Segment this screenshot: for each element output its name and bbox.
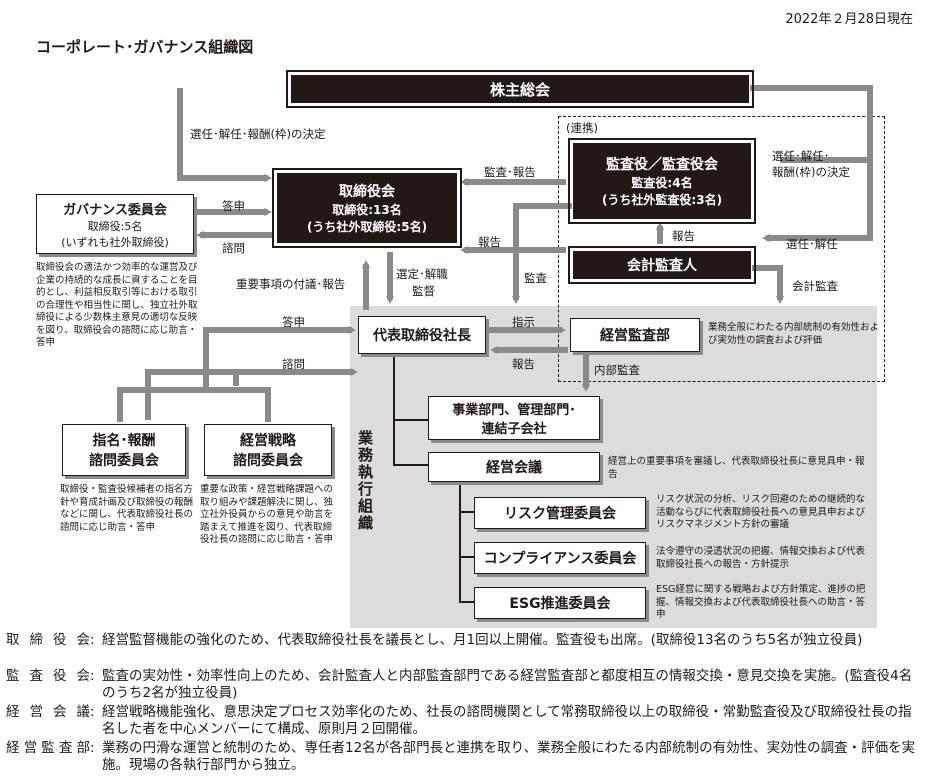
governance-line1: 取締役:5名 [87,219,143,233]
business-line1: 事業部門、管理部門･ [452,403,576,418]
auditors-box: 監査役／監査役会 監査役:4名 (うち社外監査役:3名) [568,138,756,224]
shareholders-box: 株主総会 [286,70,754,108]
management-meeting-note: 経営上の重要事項を審議し、代表取締役社長に意見具申・報告 [608,456,865,480]
label-report-1: 報告 [672,229,695,243]
esg-note: ESG経営に関する戦略および方針策定、進捗の把握、情報交換および代表取締役社長へ… [656,584,866,620]
label-auditor-elect2: 報酬(枠)の決定 [772,165,850,179]
footer-term: 取締役会 [6,632,90,648]
label-important-matters: 重要事項の付議･報告 [236,277,346,291]
label-report-2: 報告 [478,235,501,249]
label-supervise: 監督 [412,284,435,298]
footer-row-auditors: 監査役会: 監査の実効性・効率性向上のため、会計監査人と内部監査部門である経営監… [6,668,916,702]
footer-term: 経営会議 [6,704,90,720]
strategy-line2: 諮問委員会 [233,453,303,469]
footer-desc: 監査の実効性・効率性向上のため、会計監査人と内部監査部門である経営監査部と都度相… [102,668,913,701]
as-of-date: 2022年２月28日現在 [785,12,913,27]
label-audit: 監査 [524,271,547,285]
label-cooperation: (連携) [566,121,598,135]
business-units-box: 事業部門、管理部門･ 連結子会社 [428,396,600,440]
strategy-note: 重要な政策・経営戦略課題への取り組みや課題解決に関し、独立社外役員からの意見や助… [200,484,334,545]
compliance-note: 法令遵守の浸透状況の把握、情報交換および代表取締役社長への報告・方針提示 [656,546,866,570]
footer-row-audit-dept: 経営監査部: 業務の円滑な運営と統制のため、専任者12名が各部門長と連携を取り、… [6,740,916,773]
label-answer-1: 答申 [222,199,245,213]
label-appoint: 選定･解職 [396,267,448,281]
management-meeting-box: 経営会議 [428,452,600,482]
board-title: 取締役会 [339,184,395,200]
nomination-note: 取締役・監査役候補者の指名方針や育成計画及び取締役の報酬などに関し、代表取締役社… [60,484,194,533]
footer-row-board: 取締役会: 経営監督機能の強化のため、代表取締役社長を議長とし、月1回以上開催。… [6,632,916,649]
footer-desc: 業務の円滑な運営と統制のため、専任者12名が各部門長と連携を取り、業務全般にわた… [102,740,916,773]
label-answer-2: 答申 [282,315,305,329]
board-line2: (うち社外取締役:5名) [306,220,428,234]
board-box: 取締役会 取締役:13名 (うち社外取締役:5名) [272,168,462,248]
label-auditor-elect: 選任･解任･ [772,149,830,163]
footer-term: 監査役会 [6,668,90,684]
board-line1: 取締役:13名 [332,203,402,217]
risk-note: リスク状況の分析、リスク回避のための継続的な活動ならびに代表取締役社長への意見具… [656,494,866,530]
label-elect-dismiss-pay: 選任･解任･報酬(枠)の決定 [190,127,326,141]
nomination-committee-box: 指名･報酬 諮問委員会 [62,424,186,476]
governance-title: ガバナンス委員会 [63,202,167,218]
footer-desc: 経営戦略機能強化、意思決定プロセス効率化のため、社長の諮問機関として常務取締役以… [102,704,912,737]
accounting-auditor-box: 会計監査人 [568,246,756,284]
president-box: 代表取締役社長 [358,316,486,354]
nomination-line2: 諮問委員会 [89,453,159,469]
label-accounting-audit: 会計監査 [792,279,838,293]
esg-committee-box: ESG推進委員会 [474,587,646,619]
label-consult-2: 諮問 [282,357,305,371]
audit-dept-box: 経営監査部 [570,318,700,352]
strategy-committee-box: 経営戦略 諮問委員会 [204,424,332,476]
label-consult-1: 諮問 [222,241,245,255]
label-elect-dismiss: 選任･解任 [786,237,838,251]
execution-org-label: 業務執行組織 [356,430,374,532]
label-instruct: 指示 [512,315,535,329]
governance-note: 取締役会の適法かつ効率的な運営及び企業の持続的な成長に資することを目的とし、利益… [36,262,198,348]
strategy-line1: 経営戦略 [240,433,296,449]
auditors-line1: 監査役:4名 [631,176,693,190]
auditors-title: 監査役／監査役会 [606,157,718,173]
governance-line2: (いずれも社外取締役) [61,235,169,249]
label-report-3: 報告 [512,357,535,371]
risk-committee-box: リスク管理委員会 [474,497,646,529]
label-audit-report: 監査･報告 [484,165,536,179]
label-internal-audit: 内部監査 [594,363,640,377]
governance-committee-box: ガバナンス委員会 取締役:5名 (いずれも社外取締役) [36,194,194,254]
auditors-line2: (うち社外監査役:3名) [601,193,723,207]
compliance-committee-box: コンプライアンス委員会 [474,542,646,574]
nomination-line1: 指名･報酬 [92,433,156,449]
audit-dept-note: 業務全般にわたる内部統制の有効性および実効性の調査および評価 [708,322,880,346]
footer-term: 経営監査部 [6,740,90,756]
footer-desc: 経営監督機能の強化のため、代表取締役社長を議長とし、月1回以上開催。監査役も出席… [102,632,863,648]
business-line2: 連結子会社 [481,422,547,437]
footer-row-mgmt: 経営会議: 経営戦略機能強化、意思決定プロセス効率化のため、社長の諮問機関として… [6,704,916,738]
page-title: コーポレート･ガバナンス組織図 [36,38,254,56]
